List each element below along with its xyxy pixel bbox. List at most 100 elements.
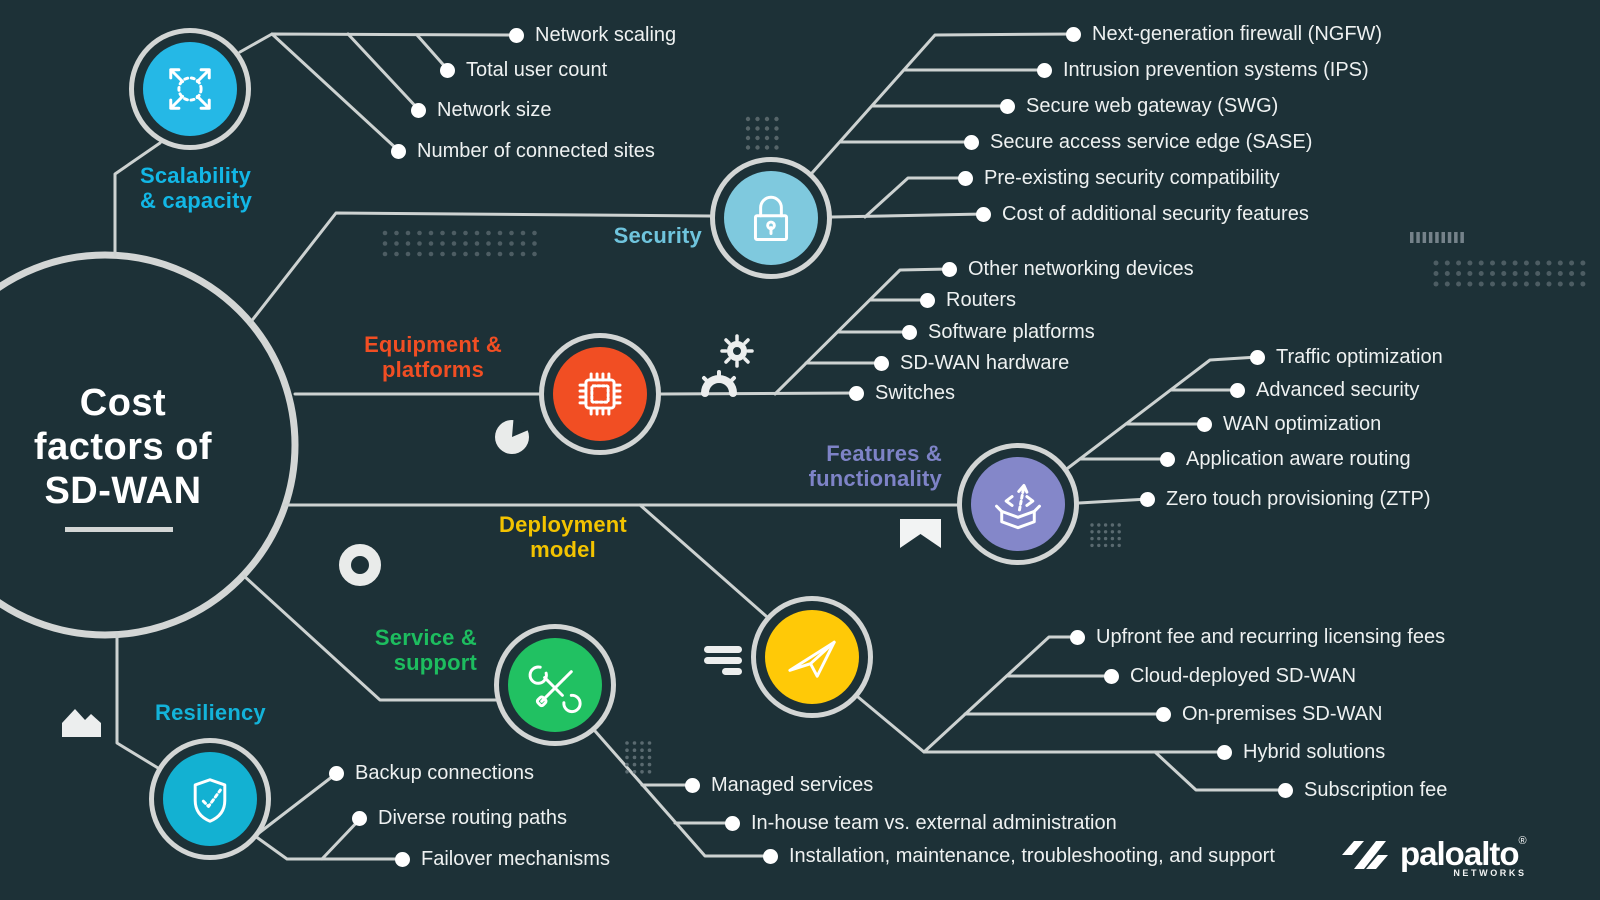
- bullet-dot: [849, 385, 864, 401]
- out-of-box-icon: [995, 484, 1041, 530]
- node-service: [494, 624, 616, 746]
- list-item: Installation, maintenance, troubleshooti…: [763, 843, 1275, 869]
- list-item: Switches: [849, 380, 955, 406]
- branch-label-scalability: Scalability & capacity: [140, 163, 253, 213]
- title-line: SD-WAN: [44, 470, 202, 512]
- bullet-dot: [1000, 98, 1015, 114]
- bullet-dot: [920, 292, 935, 308]
- bullet-dot: [1070, 629, 1085, 645]
- list-item: Total user count: [440, 57, 607, 83]
- branch-label-security: Security: [613, 223, 702, 248]
- list-item: Routers: [920, 287, 1016, 313]
- node-deployment: [751, 596, 873, 718]
- item-label: SD-WAN hardware: [900, 351, 1070, 374]
- node-scalability: [129, 28, 251, 150]
- bullet-dot: [685, 777, 700, 793]
- donut-chart-icon: [339, 544, 381, 586]
- list-item: Managed services: [685, 772, 873, 798]
- mountain-chart-icon: [62, 709, 101, 737]
- list-item: WAN optimization: [1197, 411, 1381, 437]
- list-item: Traffic optimization: [1250, 344, 1443, 370]
- list-item: Backup connections: [329, 760, 534, 786]
- item-label: Total user count: [466, 58, 608, 81]
- item-label: Switches: [875, 381, 956, 404]
- logo-sub-text: NETWORKS: [1453, 868, 1527, 878]
- item-label: Upfront fee and recurring licensing fees: [1096, 625, 1446, 648]
- list-item: Hybrid solutions: [1217, 739, 1385, 765]
- tools-icon: [528, 665, 582, 714]
- item-label: Secure web gateway (SWG): [1026, 94, 1279, 117]
- list-item: Cost of additional security features: [976, 201, 1309, 227]
- list-item: Intrusion prevention systems (IPS): [1037, 57, 1369, 83]
- bullet-dot: [440, 62, 455, 78]
- list-item: Next-generation firewall (NGFW): [1066, 21, 1382, 47]
- item-label: Traffic optimization: [1276, 345, 1443, 368]
- expand-arrows-icon: [169, 68, 211, 110]
- bullet-dot: [411, 102, 426, 118]
- branch-label-service: Service & support: [374, 625, 477, 675]
- item-label: Other networking devices: [968, 257, 1194, 280]
- bullet-dot: [1037, 62, 1052, 78]
- node-resiliency: [149, 738, 271, 860]
- list-item: Other networking devices: [942, 256, 1194, 282]
- item-label: In-house team vs. external administratio…: [751, 811, 1117, 834]
- title-line: factors of: [33, 426, 213, 468]
- bullet-dot: [1278, 782, 1293, 798]
- flag-icon: [900, 519, 941, 548]
- item-label: Hybrid solutions: [1243, 740, 1386, 763]
- pie-chart-icon: [495, 419, 529, 454]
- bullet-dot: [352, 810, 367, 826]
- title-line: Cost: [79, 382, 167, 424]
- item-label: Intrusion prevention systems (IPS): [1063, 58, 1369, 81]
- bullet-dot: [976, 206, 991, 222]
- dot-grid-decorations: [382, 116, 1586, 774]
- logo-brand-text: paloalto: [1400, 835, 1520, 872]
- paloalto-networks-logo: paloalto® NETWORKS: [1338, 835, 1527, 878]
- item-label: Subscription fee: [1304, 778, 1448, 801]
- hub-circle: [0, 251, 299, 639]
- list-item: On-premises SD-WAN: [1156, 701, 1382, 727]
- bullet-dot: [964, 134, 979, 150]
- bullet-dot: [942, 261, 957, 277]
- branch-label-features: Features & functionality: [808, 441, 942, 491]
- list-item: Application aware routing: [1160, 446, 1411, 472]
- bullet-dot: [1104, 668, 1119, 684]
- bullet-dot: [1160, 451, 1175, 467]
- page-title: Cost factors of SD-WAN: [18, 381, 228, 513]
- bullet-dot: [1230, 382, 1245, 398]
- item-label: Failover mechanisms: [421, 847, 610, 870]
- list-item: SD-WAN hardware: [874, 350, 1069, 376]
- list-item: In-house team vs. external administratio…: [725, 810, 1117, 836]
- list-item: Subscription fee: [1278, 777, 1447, 803]
- shield-check-icon: [193, 778, 227, 823]
- bullet-dot: [1197, 416, 1212, 432]
- item-label: WAN optimization: [1223, 412, 1382, 435]
- bullet-dot: [1156, 706, 1171, 722]
- gears-icon: [701, 334, 754, 397]
- item-label: Advanced security: [1256, 378, 1420, 401]
- item-label: Network scaling: [535, 23, 677, 46]
- list-item: Network size: [411, 97, 551, 123]
- item-label: Secure access service edge (SASE): [990, 130, 1313, 153]
- node-equipment: [539, 333, 661, 455]
- bullet-dot: [395, 851, 410, 867]
- item-label: On-premises SD-WAN: [1182, 702, 1383, 725]
- branch-label-deployment: Deployment model: [499, 512, 627, 562]
- item-label: Pre-existing security compatibility: [984, 166, 1280, 189]
- registered-mark: ®: [1518, 835, 1527, 847]
- list-item: Failover mechanisms: [395, 846, 610, 872]
- bullet-dot: [1066, 26, 1081, 42]
- dash-row-decoration: [1410, 232, 1464, 243]
- paloalto-logo-mark: [1342, 841, 1388, 869]
- menu-lines-icon: [704, 646, 742, 675]
- lock-icon: [753, 195, 789, 241]
- item-label: Cost of additional security features: [1002, 202, 1309, 225]
- list-item: Advanced security: [1230, 377, 1419, 403]
- item-label: Installation, maintenance, troubleshooti…: [789, 844, 1275, 867]
- branch-label-resiliency: Resiliency: [155, 700, 266, 725]
- bullet-dot: [329, 765, 344, 781]
- node-security: [710, 157, 832, 279]
- bullet-dot: [509, 27, 524, 43]
